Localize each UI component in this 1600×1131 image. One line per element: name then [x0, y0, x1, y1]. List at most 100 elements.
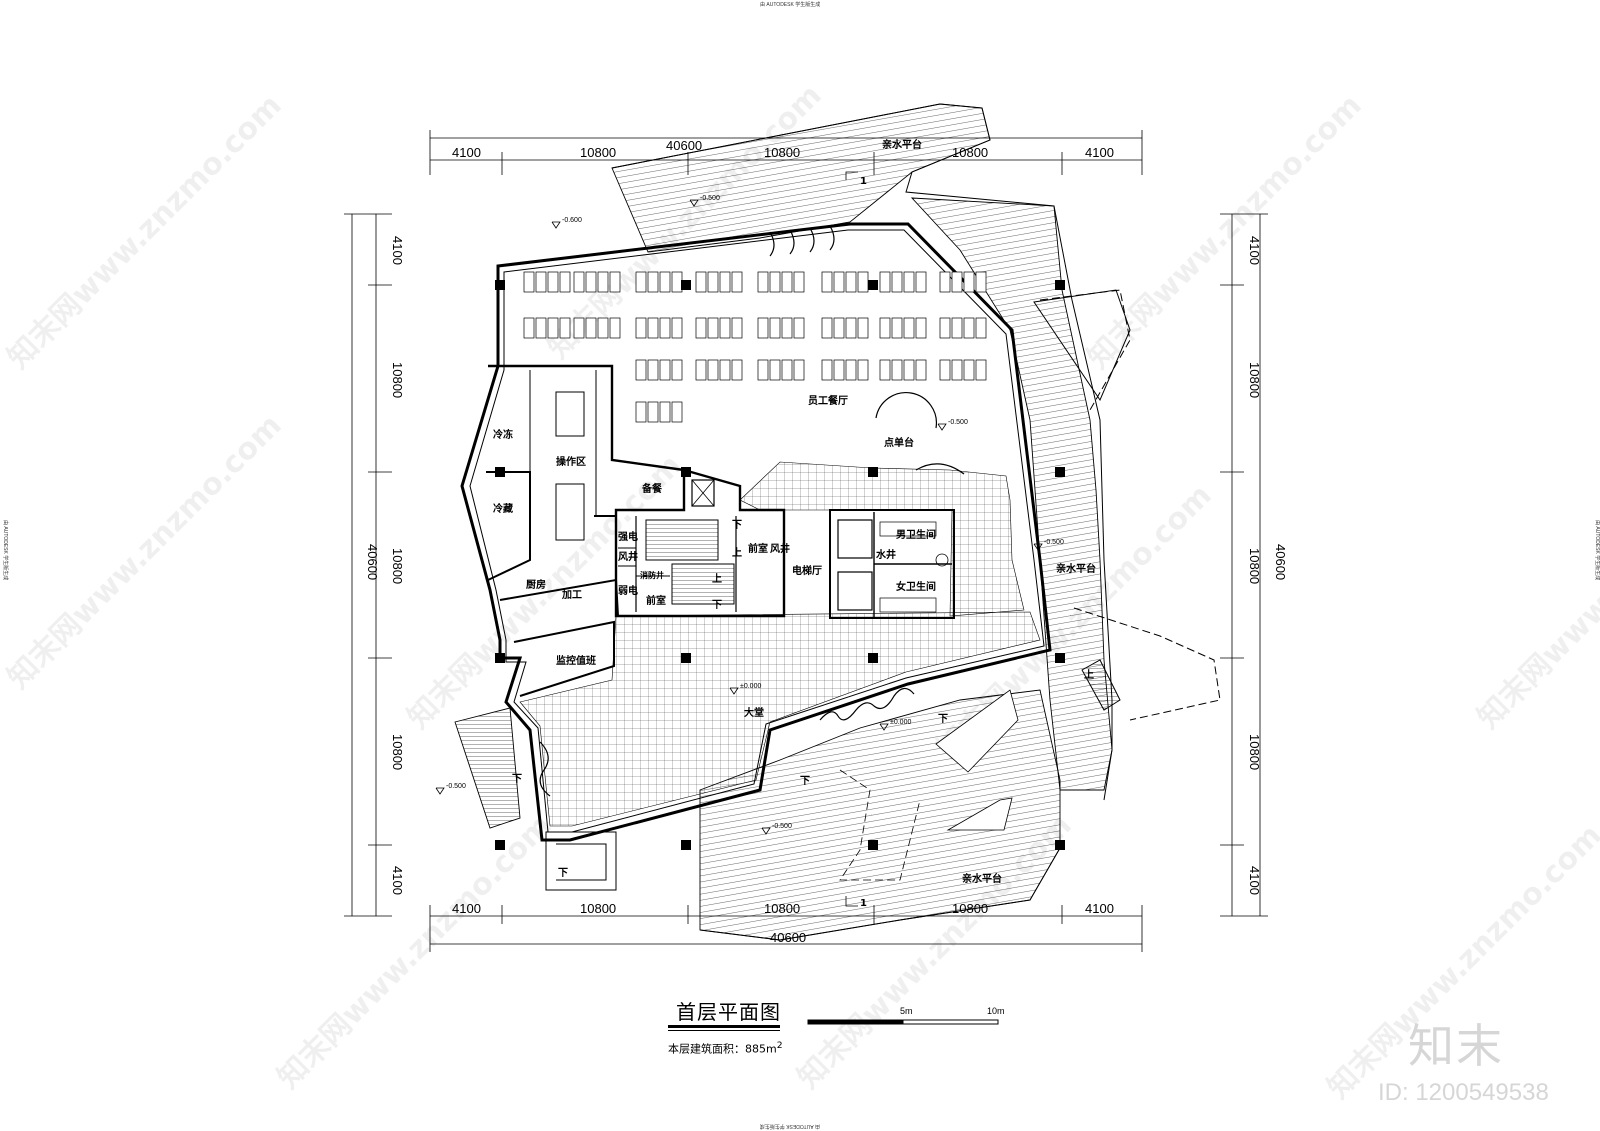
- room-processing: 加工: [561, 588, 582, 601]
- dining-table: [757, 271, 769, 293]
- dim-left-3: 10800: [390, 548, 405, 584]
- level-markers: [435, 171, 1043, 907]
- dining-table: [659, 317, 671, 339]
- dining-table: [939, 271, 951, 293]
- stair-down-label: 下: [712, 599, 722, 611]
- dining-table: [659, 401, 671, 423]
- scale-bar: [807, 1019, 999, 1025]
- level-label: -0.500: [700, 195, 720, 202]
- dining-table: [833, 359, 845, 381]
- watermark-text: 知末网www.znzmo.com: [1, 408, 289, 696]
- level-labels: -0.600 -0.500 -0.500 -0.500 ±0.000 ±0.00…: [446, 176, 1064, 909]
- dim-right-total: 40600: [1273, 544, 1288, 580]
- dining-table: [833, 271, 845, 293]
- structural-column: [681, 467, 691, 477]
- dim-right-3: 10800: [1247, 548, 1262, 584]
- drawing-title: 首层平面图: [676, 1000, 781, 1024]
- dining-table: [951, 317, 963, 339]
- dining-table: [845, 271, 857, 293]
- dining-table: [951, 359, 963, 381]
- dining-table: [915, 317, 927, 339]
- room-elevator-hall: 电梯厅: [792, 564, 822, 577]
- dining-table: [635, 401, 647, 423]
- dim-top-total: 40600: [666, 138, 702, 153]
- dining-table: [891, 317, 903, 339]
- dining-table: [671, 317, 683, 339]
- dining-table: [793, 359, 805, 381]
- dining-table: [951, 271, 963, 293]
- structural-column: [868, 467, 878, 477]
- dim-bottom-1: 4100: [452, 901, 481, 916]
- dining-table: [879, 359, 891, 381]
- dining-table: [719, 359, 731, 381]
- platform-outlines: [545, 103, 1221, 941]
- structural-column: [495, 467, 505, 477]
- structural-column: [1055, 280, 1065, 290]
- dining-table: [821, 317, 833, 339]
- autodesk-note-top: 由 AUTODESK 学生版生成: [760, 1, 820, 8]
- room-waterfront-platform-2: 亲水平台: [1056, 562, 1096, 575]
- dim-bottom-5: 4100: [1085, 901, 1114, 916]
- title-underline: [668, 1025, 780, 1028]
- room-womens-wc: 女卫生间: [896, 580, 936, 593]
- dining-table: [821, 359, 833, 381]
- scale-label-10m: 10m: [987, 1006, 1005, 1016]
- dining-table: [635, 271, 647, 293]
- stair-up-label: 上: [732, 546, 742, 559]
- structural-column: [1055, 840, 1065, 850]
- dining-table: [585, 317, 597, 339]
- autodesk-note-right: 由 AUTODESK 学生版生成: [1594, 520, 1600, 580]
- stair-down-label: 下: [732, 519, 742, 531]
- dining-table: [523, 271, 535, 293]
- structural-column: [868, 840, 878, 850]
- dining-table: [879, 271, 891, 293]
- dining-table: [757, 317, 769, 339]
- dining-table: [833, 317, 845, 339]
- stair-up-label: 上: [1084, 668, 1094, 681]
- dim-right-4: 10800: [1247, 734, 1262, 770]
- room-fire-shaft: 消防井: [640, 570, 664, 580]
- dining-table: [535, 317, 547, 339]
- room-air-shaft-2: 风井: [770, 542, 790, 555]
- room-air-shaft: 风井: [618, 550, 638, 563]
- structural-column: [681, 653, 691, 663]
- dining-table: [821, 271, 833, 293]
- dining-table: [547, 317, 559, 339]
- structural-column: [495, 840, 505, 850]
- room-kitchen: 厨房: [526, 578, 546, 591]
- room-staff-canteen: 员工餐厅: [808, 394, 848, 407]
- structural-columns: [495, 280, 1065, 850]
- room-labels: 员工餐厅 点单台 操作区 冷冻 冷藏 厨房 加工 备餐 监控值班 强电 风井 弱…: [493, 138, 1096, 885]
- dining-table: [769, 317, 781, 339]
- dining-table: [671, 271, 683, 293]
- structural-column: [495, 653, 505, 663]
- watermark-text: 知末网www.znzmo.com: [1081, 88, 1369, 376]
- dining-table: [845, 317, 857, 339]
- stair-down-label: 下: [800, 775, 810, 787]
- dining-table: [903, 359, 915, 381]
- room-strong-power: 强电: [618, 530, 638, 543]
- dining-table: [635, 317, 647, 339]
- dining-table: [597, 317, 609, 339]
- room-lobby: 大堂: [744, 706, 764, 719]
- dining-table: [719, 271, 731, 293]
- room-operation-area: 操作区: [556, 455, 586, 468]
- dining-table: [903, 271, 915, 293]
- level-label: ±0.000: [890, 719, 911, 726]
- dim-top-2: 10800: [580, 145, 616, 160]
- dining-table: [963, 317, 975, 339]
- level-label: ±0.000: [740, 683, 761, 690]
- dim-left-5: 4100: [390, 866, 405, 895]
- dining-table: [635, 359, 647, 381]
- structural-column: [495, 280, 505, 290]
- dim-top-5: 4100: [1085, 145, 1114, 160]
- dining-table: [597, 271, 609, 293]
- dining-table: [915, 359, 927, 381]
- dining-table: [559, 317, 571, 339]
- title-underline-thin: [668, 1030, 780, 1031]
- kitchen-block: [486, 364, 685, 697]
- structural-column: [1055, 653, 1065, 663]
- dining-table: [769, 271, 781, 293]
- dining-table: [963, 271, 975, 293]
- dining-table: [857, 359, 869, 381]
